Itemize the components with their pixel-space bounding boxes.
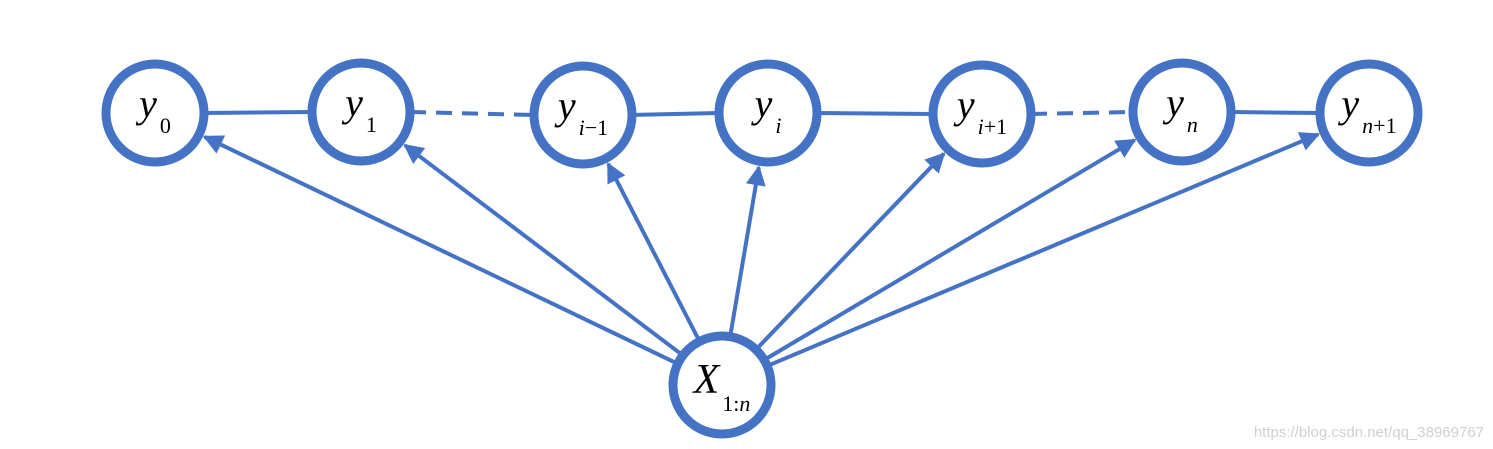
- chain-edge-yi-yiplus1: [816, 111, 934, 116]
- node-circle: [307, 58, 415, 166]
- arrow-edge-x-to-y0: [202, 134, 685, 369]
- node-circle: [1128, 58, 1236, 166]
- chain-edge-yn-ynplus1: [1230, 110, 1321, 115]
- arrow-edge-x-to-ynplus1: [760, 132, 1321, 371]
- arrow-edge-x-to-yn: [757, 138, 1137, 365]
- node-x: X1:n: [668, 331, 776, 439]
- node-circle: [101, 59, 209, 167]
- node-circle: [668, 331, 776, 439]
- chain-edge-yiplus1-yn: [1030, 110, 1134, 116]
- arrow-edge-x-to-yiminus1: [606, 162, 705, 348]
- arrow-edge-x-to-yi: [727, 165, 766, 343]
- edges-layer: [202, 110, 1321, 371]
- node-circle: [928, 60, 1036, 168]
- chain-edge-yiminus1-yi: [631, 111, 720, 117]
- node-circle: [1315, 59, 1423, 167]
- arrow-edge-x-to-yiplus1: [750, 152, 946, 356]
- node-circle: [529, 61, 637, 169]
- watermark-text: https://blog.csdn.net/qq_38969767: [1254, 424, 1484, 441]
- arrow-edge-x-to-y1: [403, 143, 689, 361]
- chain-edge-y1-yiminus1: [409, 110, 535, 117]
- node-label: X1:n: [692, 357, 751, 416]
- chain-edge-y0-y1: [203, 110, 313, 115]
- node-circle: [714, 59, 822, 167]
